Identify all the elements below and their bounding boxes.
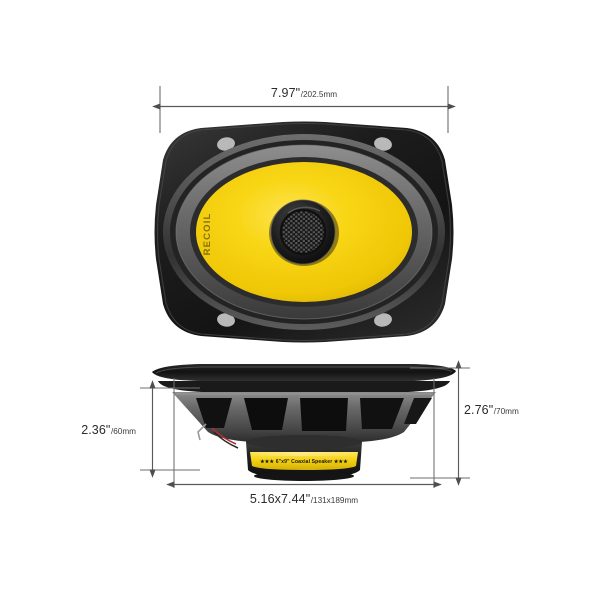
mounting-hole-top-right xyxy=(374,137,392,151)
side-surround-band xyxy=(158,381,450,392)
brand-label: RECOIL xyxy=(202,213,213,256)
magnet-badge-shine xyxy=(250,452,358,456)
basket-cutout-5 xyxy=(404,398,432,424)
tweeter xyxy=(269,199,339,266)
magnet-badge xyxy=(250,452,358,470)
mounting-hole-bottom-left xyxy=(217,313,235,327)
side-flange-highlight xyxy=(155,366,453,374)
terminal-wire-negative xyxy=(213,431,239,449)
dimension-depth-right-imperial: 2.76" xyxy=(464,403,493,417)
dimension-cutout-label: 5.16x7.44"/131x189mm xyxy=(250,492,358,506)
basket-cutout-1 xyxy=(196,398,232,428)
magnet-badge-text: ★★★ 6"x9" Coaxial Speaker ★★★ xyxy=(260,459,348,465)
terminal-wire-positive xyxy=(211,427,237,445)
tweeter-mesh-grille xyxy=(281,210,325,254)
dimension-depth-right-metric: /70mm xyxy=(494,407,519,416)
side-top-flange xyxy=(152,364,456,381)
mounting-hole-top-left xyxy=(217,137,235,151)
basket-cutout-2 xyxy=(244,398,288,430)
dimension-cutout-bottom: 5.16x7.44"/131x189mm xyxy=(166,378,442,506)
dimension-depth-right: 2.76"/70mm xyxy=(410,360,519,486)
dimension-width-top: 7.97"/202.5mm xyxy=(152,86,456,133)
dimension-depth-right-label: 2.76"/70mm xyxy=(464,403,519,417)
speaker-top-view: RECOIL xyxy=(154,121,454,343)
basket-cutout-4 xyxy=(360,398,404,429)
mounting-holes xyxy=(217,137,392,327)
surround-roll-highlight xyxy=(175,144,433,320)
dimension-cutout-metric: /131x189mm xyxy=(311,496,359,505)
dimension-depth-left-imperial: 2.36" xyxy=(81,423,110,437)
dimension-width-metric: /202.5mm xyxy=(301,90,338,99)
tweeter-mesh-edge xyxy=(279,208,327,256)
mounting-hole-bottom-right xyxy=(374,313,392,327)
dimension-depth-left: 2.36"/60mm xyxy=(81,380,200,478)
speaker-terminals xyxy=(197,423,239,449)
magnet-top-cap xyxy=(246,435,362,449)
dimension-depth-left-label: 2.36"/60mm xyxy=(81,423,136,437)
dimension-depth-left-metric: /60mm xyxy=(111,427,136,436)
basket-cutout-3 xyxy=(300,398,348,431)
tweeter-gloss xyxy=(287,206,321,214)
dimension-width-imperial: 7.97" xyxy=(271,86,300,100)
terminal-bracket xyxy=(197,423,207,441)
frame-highlight xyxy=(156,122,452,342)
magnet-bottom-plate xyxy=(254,471,354,481)
tweeter-bezel-highlight xyxy=(270,199,336,265)
speaker-side-view: ★★★ 6"x9" Coaxial Speaker ★★★ xyxy=(152,364,456,481)
basket-cutouts xyxy=(196,398,432,431)
dimension-cutout-imperial: 5.16x7.44" xyxy=(250,492,310,506)
dimension-width-label: 7.97"/202.5mm xyxy=(271,86,337,100)
